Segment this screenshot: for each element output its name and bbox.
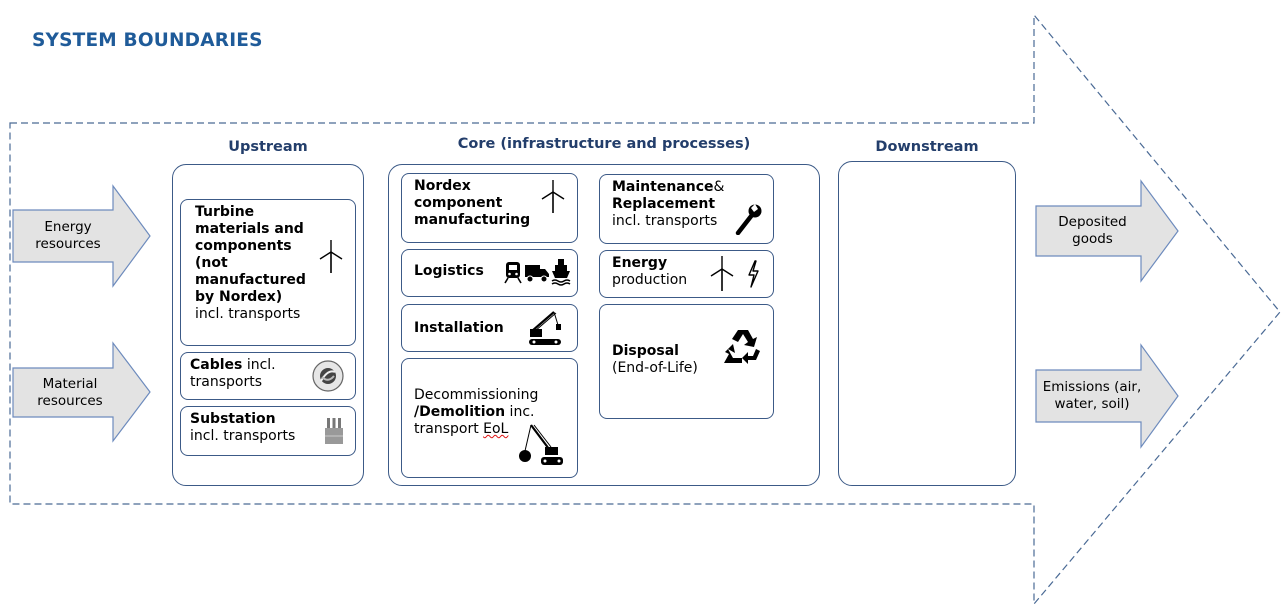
ship-icon: [551, 259, 571, 286]
installation-title: Installation: [414, 320, 504, 336]
cable-reel-icon: [312, 360, 344, 392]
crane-icon: [529, 311, 561, 345]
cables-incl: incl.: [242, 357, 276, 373]
disposal-subtitle: (End-of-Life): [612, 360, 698, 376]
energy-resources-label: Energy resources: [18, 219, 118, 253]
cables-card: Cables incl. transports: [180, 352, 356, 400]
nordex-line-1: Nordex: [414, 178, 471, 194]
emissions-line1: Emissions (air,: [1042, 379, 1142, 395]
logistics-title: Logistics: [414, 263, 484, 279]
disposal-card: Disposal (End-of-Life): [599, 304, 774, 419]
turbine-line-4: (not: [195, 255, 228, 271]
lightning-icon: [748, 260, 759, 288]
turbine-materials-title: Turbine materials and components (not ma…: [195, 204, 346, 306]
decommissioning-transport: transport: [414, 421, 484, 437]
demolition-crane-icon: [519, 424, 563, 465]
upstream-panel: [172, 164, 364, 486]
material-resources-label: Material resources: [18, 376, 122, 410]
maintenance-subtitle: incl. transports: [612, 213, 718, 229]
substation-title: Substation: [190, 411, 276, 427]
emissions-arrow: [1035, 343, 1179, 449]
maintenance-title: Maintenance: [612, 179, 714, 195]
deposited-goods-line1: Deposited: [1058, 214, 1127, 230]
cables-transports: transports: [190, 374, 262, 390]
downstream-panel: [838, 161, 1016, 486]
energy-production-subtitle: production: [612, 272, 688, 288]
cables-title: Cables: [190, 357, 243, 373]
nordex-manufacturing-card: Nordex component manufacturing: [401, 173, 578, 243]
wind-turbine-icon: [541, 180, 565, 213]
truck-icon: [525, 265, 549, 283]
material-resources-line1: Material: [42, 376, 98, 392]
wind-turbine-icon: [319, 240, 343, 273]
energy-resources-line2: resources: [35, 236, 101, 252]
material-resources-line2: resources: [37, 393, 103, 409]
energy-resources-line1: Energy: [44, 219, 92, 235]
turbine-line-6: by Nordex): [195, 289, 283, 305]
substation-icon: [325, 418, 343, 444]
substation-subtitle: incl. transports: [190, 428, 296, 444]
nordex-line-2: component: [414, 195, 503, 211]
turbine-materials-card: Turbine materials and components (not ma…: [180, 199, 356, 346]
turbine-line-5: manufactured: [195, 272, 306, 288]
turbine-line-2: materials and: [195, 221, 304, 237]
substation-card: Substation incl. transports: [180, 406, 356, 456]
downstream-heading: Downstream: [875, 139, 979, 155]
turbine-line-1: Turbine: [195, 204, 255, 220]
upstream-heading: Upstream: [228, 139, 308, 155]
system-boundary-dashed-arrow: [9, 13, 1281, 606]
energy-production-title: Energy: [612, 255, 668, 271]
energy-production-card: Energy production: [599, 250, 774, 298]
page-title: SYSTEM BOUNDARIES: [32, 30, 263, 51]
emissions-line2: water, soil): [1054, 396, 1130, 412]
deposited-goods-label: Deposited goods: [1040, 214, 1145, 248]
deposited-goods-arrow: [1035, 179, 1179, 283]
deposited-goods-line2: goods: [1072, 231, 1113, 247]
train-icon: [504, 262, 522, 284]
core-panel: [388, 164, 820, 486]
wrench-icon: [735, 204, 762, 235]
logistics-card: Logistics: [401, 249, 578, 297]
wind-turbine-icon: [710, 256, 734, 291]
emissions-label: Emissions (air, water, soil): [1036, 379, 1148, 413]
material-resources-arrow: [12, 341, 151, 443]
replacement-title: Replacement: [612, 196, 716, 212]
decommissioning-card: Decommissioning /Demolition inc. transpo…: [401, 358, 578, 478]
demolition-inc: inc.: [505, 404, 535, 420]
nordex-manufacturing-title: Nordex component manufacturing: [414, 178, 568, 229]
turbine-line-3: components: [195, 238, 292, 254]
recycle-icon: [724, 330, 760, 364]
decommissioning-line1: Decommissioning: [414, 387, 539, 403]
nordex-line-3: manufacturing: [414, 212, 531, 228]
maintenance-amp: &: [713, 179, 725, 195]
disposal-title: Disposal: [612, 343, 679, 359]
turbine-materials-subtitle: incl. transports: [195, 306, 301, 322]
core-heading: Core (infrastructure and processes): [457, 136, 751, 152]
maintenance-card: Maintenance& Replacement incl. transport…: [599, 174, 774, 244]
energy-resources-arrow: [12, 184, 151, 288]
decommissioning-eol: EoL: [483, 421, 509, 437]
installation-card: Installation: [401, 304, 578, 352]
demolition-title: /Demolition: [414, 404, 506, 420]
